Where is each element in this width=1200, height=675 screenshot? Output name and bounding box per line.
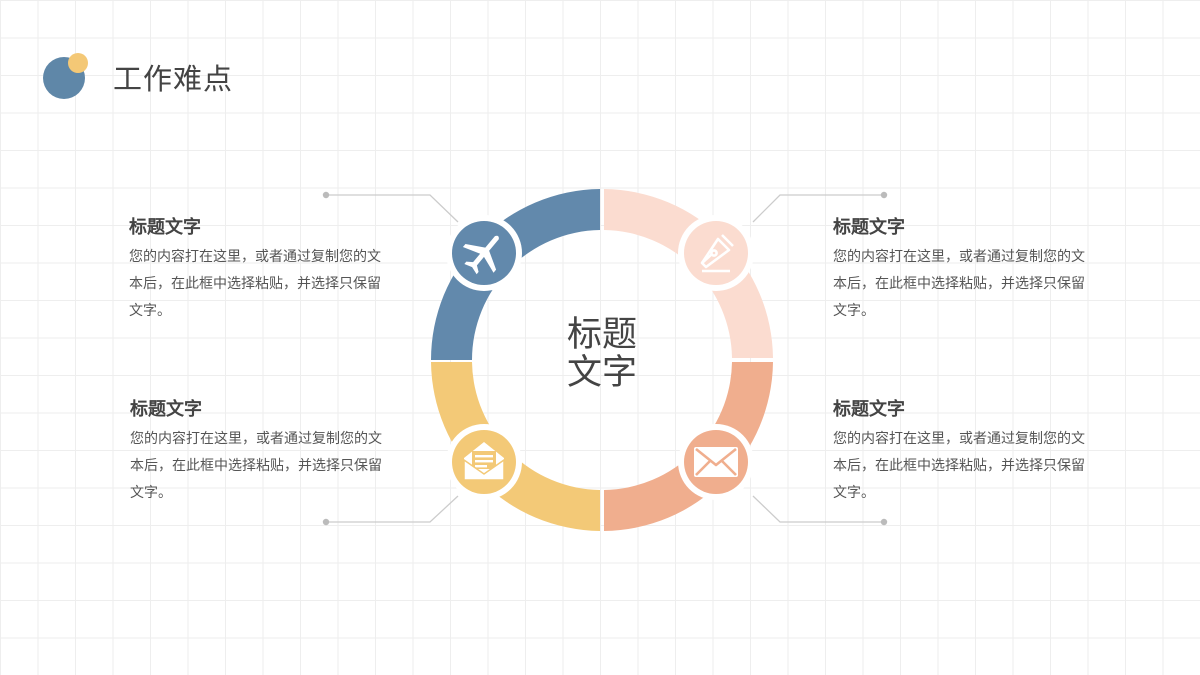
connector-dot [880, 191, 888, 199]
connector-bottom-left [326, 495, 459, 523]
open-envelope-icon [463, 442, 505, 481]
badge-top-left [446, 215, 522, 291]
ring-segment-top-right [604, 189, 773, 358]
badge-bottom-right [678, 424, 754, 500]
block-title: 标题文字 [130, 399, 202, 420]
ring-segment-top-left [431, 189, 600, 360]
text-block-top-left: 标题文字 您的内容打在这里，或者通过复制您的文本后，在此框中选择粘贴，并选择只保… [129, 213, 389, 325]
envelope-icon [694, 447, 738, 477]
center-label-line2: 文字 [566, 353, 637, 393]
connector-dot [322, 518, 330, 526]
block-description: 您的内容打在这里，或者通过复制您的文本后，在此框中选择粘贴，并选择只保留文字。 [833, 431, 1085, 501]
block-title: 标题文字 [833, 217, 905, 238]
connector-bottom-right [752, 495, 884, 523]
block-title: 标题文字 [833, 399, 905, 420]
pen-nib-icon [700, 234, 734, 273]
center-label-line1: 标题 [566, 315, 637, 355]
badge-top-right [678, 215, 754, 291]
connector-top-left [326, 194, 459, 223]
block-description: 您的内容打在这里，或者通过复制您的文本后，在此框中选择粘贴，并选择只保留文字。 [130, 431, 382, 501]
text-block-bottom-left: 标题文字 您的内容打在这里，或者通过复制您的文本后，在此框中选择粘贴，并选择只保… [130, 395, 390, 507]
connector-dot [880, 518, 888, 526]
connector-dot [322, 191, 330, 199]
block-title: 标题文字 [129, 217, 201, 238]
decor-circle-small [68, 53, 88, 73]
center-label: 标题 文字 [540, 316, 664, 392]
text-block-bottom-right: 标题文字 您的内容打在这里，或者通过复制您的文本后，在此框中选择粘贴，并选择只保… [833, 395, 1093, 507]
connector-top-right [752, 194, 884, 223]
airplane-icon [462, 235, 499, 275]
page-title: 工作难点 [113, 62, 234, 96]
badge-bottom-left [446, 424, 522, 500]
ring-segment-bottom-right [604, 362, 773, 531]
block-description: 您的内容打在这里，或者通过复制您的文本后，在此框中选择粘贴，并选择只保留文字。 [833, 249, 1085, 319]
ring-segment-bottom-left [431, 362, 600, 531]
title-decoration [43, 53, 93, 99]
block-description: 您的内容打在这里，或者通过复制您的文本后，在此框中选择粘贴，并选择只保留文字。 [129, 249, 381, 319]
text-block-top-right: 标题文字 您的内容打在这里，或者通过复制您的文本后，在此框中选择粘贴，并选择只保… [833, 213, 1093, 325]
